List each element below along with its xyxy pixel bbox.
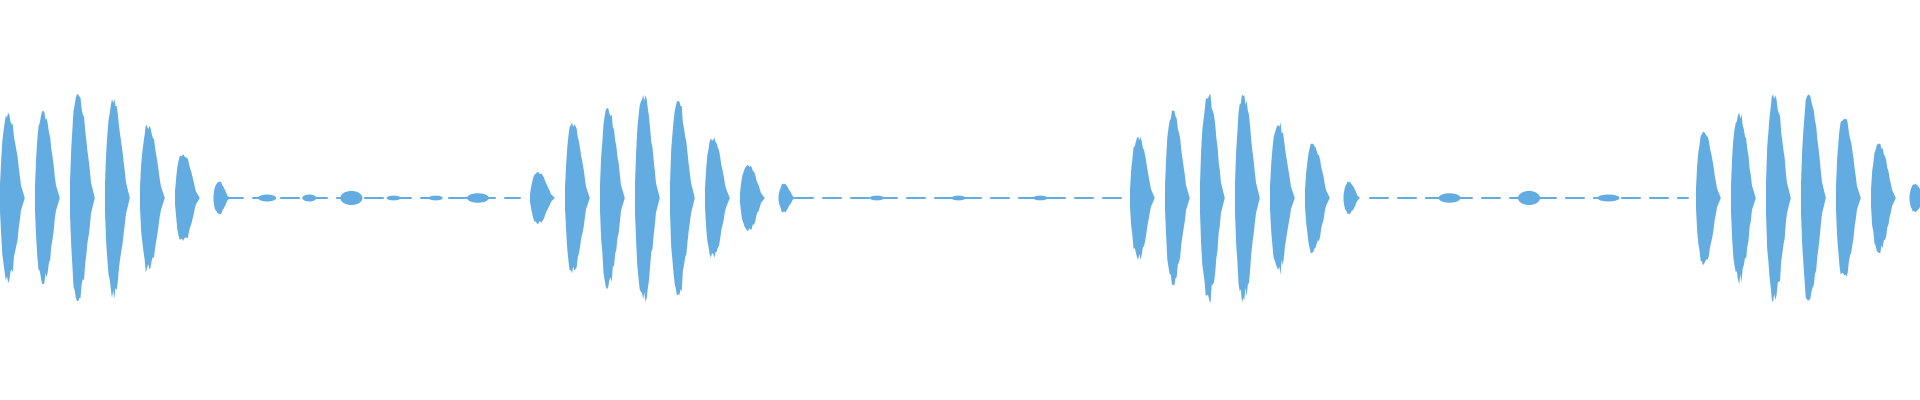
waveform-pulse <box>105 98 130 299</box>
waveform-burst <box>530 95 795 302</box>
waveform-pulse <box>670 101 695 296</box>
waveform-quiet-mark <box>428 195 443 201</box>
waveform-quiet-mark <box>258 194 277 202</box>
waveform-quiet-mark <box>302 194 317 202</box>
waveform-pulse <box>140 124 165 273</box>
waveform-pulse <box>1766 94 1791 303</box>
waveform-pulse <box>213 181 230 215</box>
waveform-pulse <box>1343 181 1360 215</box>
waveform-pulse <box>778 183 795 213</box>
waveform-pulse <box>1909 183 1920 213</box>
waveform-pulse <box>1731 113 1756 285</box>
waveform-quiet-mark <box>1438 193 1461 203</box>
waveform-pulse <box>1696 131 1721 266</box>
waveform-quiet-mark <box>1033 195 1048 201</box>
waveform-pulse <box>1871 143 1896 253</box>
waveform-pulse <box>1130 136 1155 260</box>
waveform-pulse <box>1165 110 1190 286</box>
waveform-quiet-mark <box>466 193 489 203</box>
waveform-burst <box>0 94 230 302</box>
waveform-pulse <box>600 108 625 290</box>
waveform-pulse <box>1836 118 1861 277</box>
waveform-pulse <box>1305 143 1330 254</box>
waveform-pulse <box>0 113 25 283</box>
waveform-quiet-mark <box>1597 194 1620 202</box>
waveform-layer <box>0 94 1920 303</box>
waveform-quiet-mark <box>951 195 966 201</box>
waveform-quiet-mark <box>340 190 363 206</box>
waveform-pulse <box>635 95 660 302</box>
waveform-pulse <box>70 94 95 302</box>
waveform-pulse <box>565 122 590 274</box>
waveform-pulse <box>1235 94 1260 303</box>
waveform-quiet-mark <box>869 195 884 201</box>
waveform-pulse <box>1200 94 1225 303</box>
waveform-burst <box>1130 94 1360 303</box>
waveform-pulse <box>35 110 60 285</box>
waveform-quiet-mark <box>386 195 401 201</box>
waveform-pulse <box>1801 94 1826 301</box>
waveform-pulse <box>175 154 200 241</box>
waveform-pulse <box>1270 122 1295 275</box>
waveform-quiet-mark <box>1518 190 1540 206</box>
waveform-pulse <box>705 137 730 259</box>
waveform-pulse <box>530 172 555 224</box>
waveform-pulse <box>740 165 765 231</box>
waveform-burst <box>1696 94 1920 303</box>
